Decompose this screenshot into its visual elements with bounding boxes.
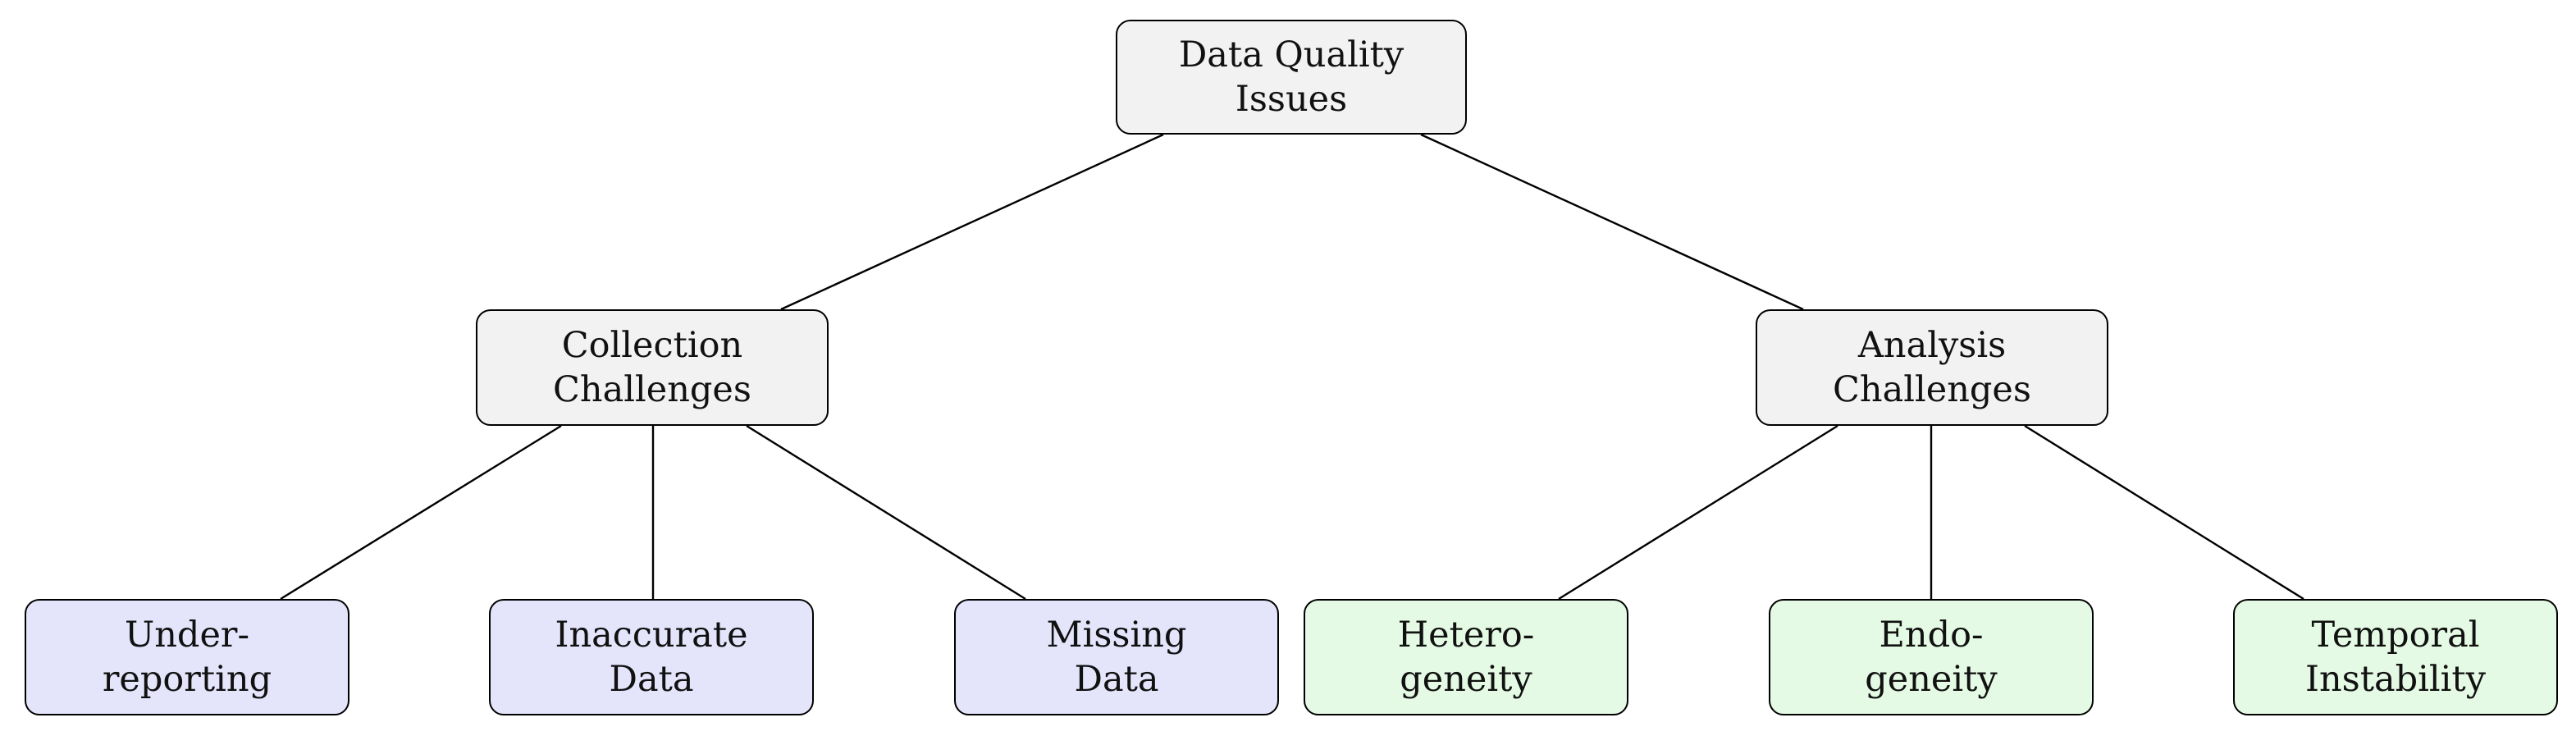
node-label-line: Analysis	[1857, 325, 2007, 366]
node-label-line: Inaccurate	[555, 615, 748, 656]
node-label-line: geneity	[1400, 659, 1532, 700]
node-label-line: geneity	[1865, 659, 1998, 700]
node-heterogeneity: Hetero- geneity	[1304, 599, 1628, 715]
node-label-line: Hetero-	[1397, 615, 1535, 656]
node-missing-data: Missing Data	[954, 599, 1279, 715]
node-label-line: Data	[1074, 659, 1159, 700]
edge-root-collection	[780, 133, 1164, 311]
edge-analysis-temporal	[2024, 424, 2304, 601]
node-label-line: Missing	[1046, 615, 1187, 656]
node-label-line: Endo-	[1879, 615, 1984, 656]
node-label-line: Temporal	[2311, 615, 2480, 656]
node-label-line: Challenges	[553, 369, 751, 410]
node-label-line: Challenges	[1833, 369, 2031, 410]
node-temporal-instability: Temporal Instability	[2233, 599, 2558, 715]
node-analysis-challenges: Analysis Challenges	[1756, 309, 2108, 426]
node-label-line: Data Quality	[1178, 34, 1404, 75]
node-label-line: reporting	[102, 659, 272, 700]
node-data-quality-issues: Data Quality Issues	[1116, 20, 1467, 135]
node-collection-challenges: Collection Challenges	[476, 309, 829, 426]
edge-root-analysis	[1420, 133, 1804, 311]
edge-collection-underreporting	[280, 424, 562, 601]
node-label-line: Data	[609, 659, 694, 700]
node-label-line: Instability	[2304, 659, 2487, 700]
edge-analysis-heterogeneity	[1558, 424, 1838, 601]
node-label-line: Collection	[561, 325, 743, 366]
node-label-line: Issues	[1235, 79, 1348, 120]
edge-collection-missing	[746, 424, 1026, 601]
node-inaccurate-data: Inaccurate Data	[489, 599, 814, 715]
node-endogeneity: Endo- geneity	[1769, 599, 2094, 715]
node-label-line: Under-	[125, 615, 249, 656]
node-underreporting: Under- reporting	[25, 599, 349, 715]
